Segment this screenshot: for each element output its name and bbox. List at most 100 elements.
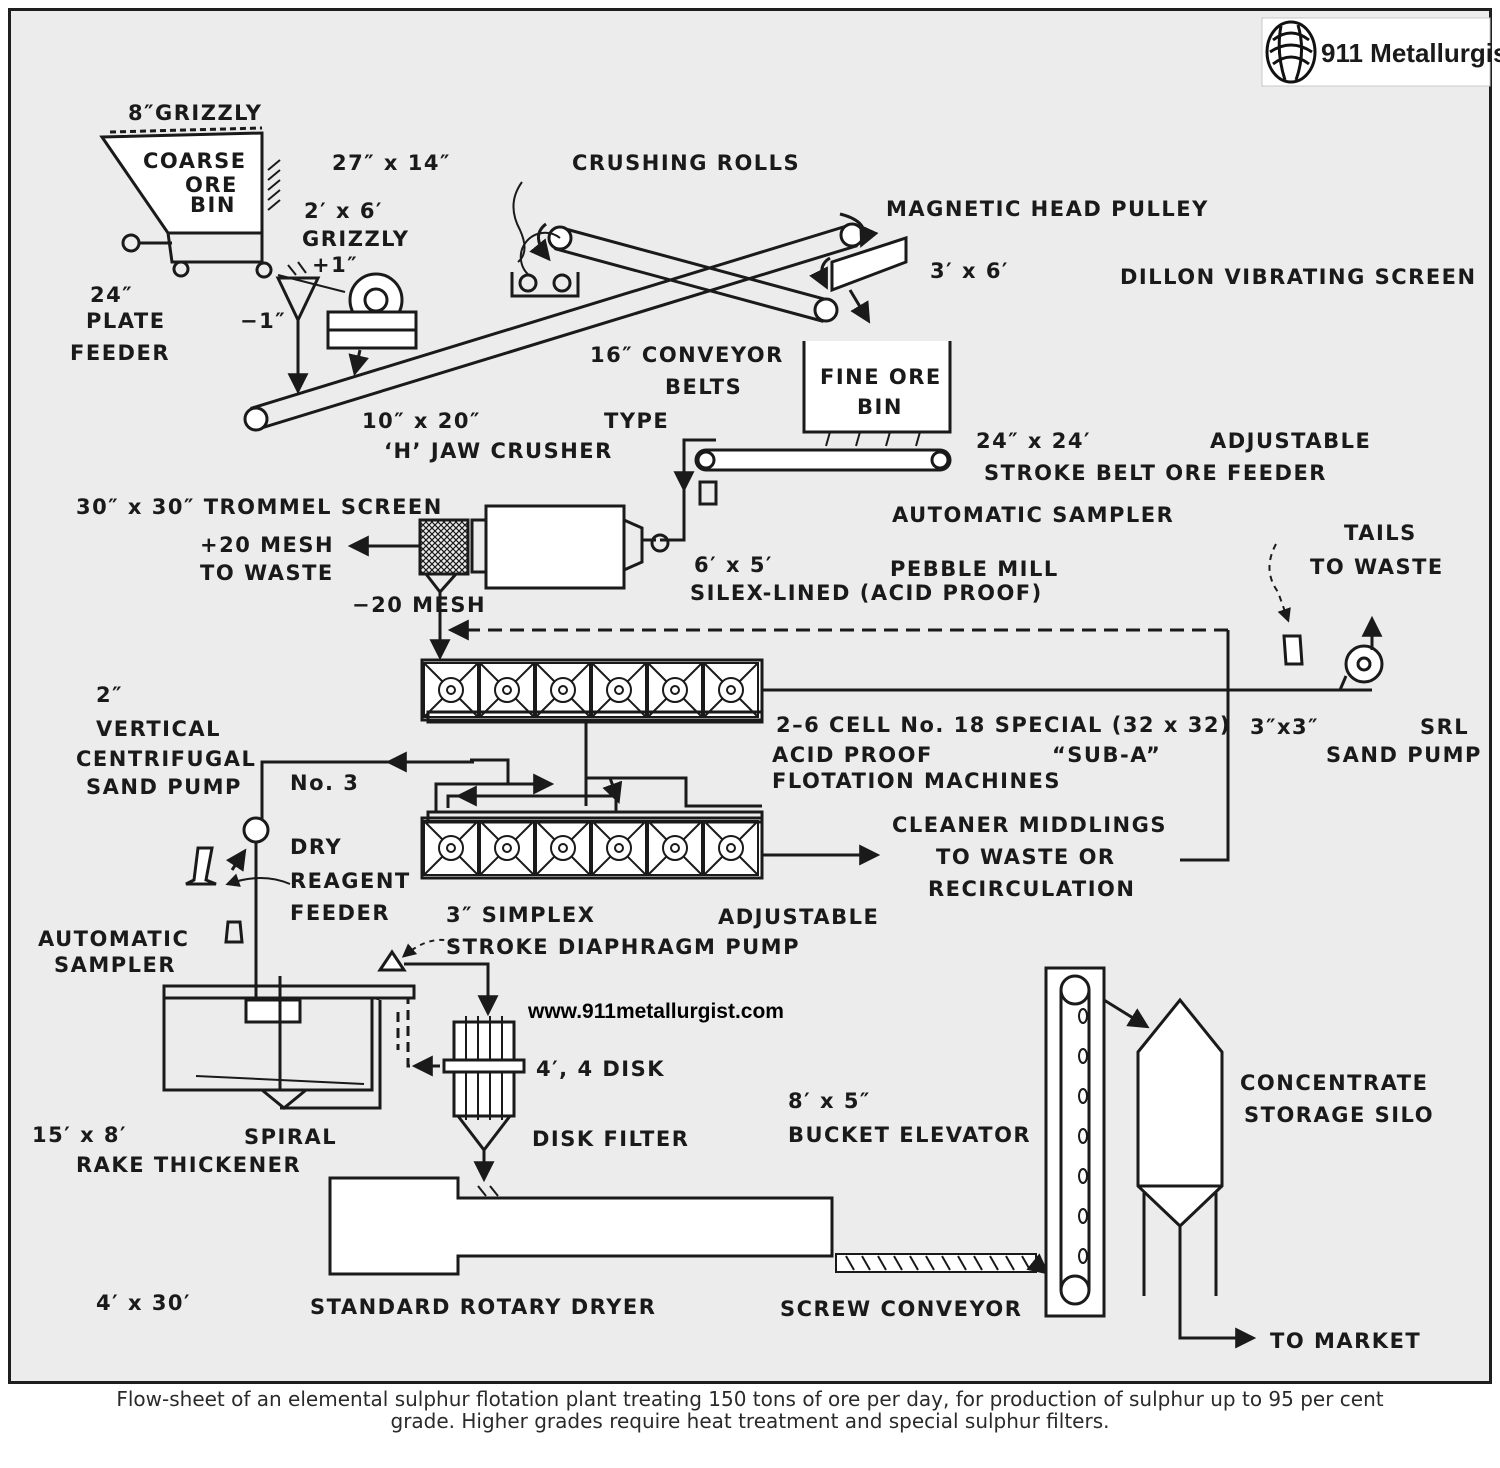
- label-rake-thickener: RAKE THICKENER: [76, 1153, 301, 1177]
- label-to-waste-1: TO WASTE: [200, 561, 334, 585]
- label-disk-size: 4′, 4 DISK: [536, 1057, 665, 1081]
- rotary-dryer: [328, 1176, 834, 1276]
- label-silo-2: STORAGE SILO: [1244, 1103, 1434, 1127]
- label-bucket-elevator: BUCKET ELEVATOR: [788, 1123, 1031, 1147]
- label-silo-1: CONCENTRATE: [1240, 1071, 1428, 1095]
- elevator-bucket: [1078, 1128, 1088, 1144]
- flotation-cell: [647, 662, 703, 718]
- label-jaw-crusher: ‘H’ JAW CRUSHER: [384, 439, 613, 463]
- label-plate-feeder-3: FEEDER: [70, 341, 170, 365]
- flotation-piping: [260, 688, 1372, 866]
- elevator-buckets: [1078, 1008, 1088, 1264]
- flotation-cell: [647, 820, 703, 876]
- label-8-grizzly: 8″GRIZZLY: [128, 101, 263, 125]
- label-plus-20-mesh: +20 MESH: [200, 533, 334, 557]
- label-cleaner-1: CLEANER MIDDLINGS: [892, 813, 1167, 837]
- elevator-bucket: [1078, 1168, 1088, 1184]
- label-coarse-ore-bin-3: BIN: [190, 193, 236, 217]
- label-flotation-3: FLOTATION MACHINES: [772, 769, 1061, 793]
- label-feeder-size: 24″ x 24′: [976, 429, 1091, 453]
- label-flotation-sub-a: “SUB-A”: [1052, 743, 1161, 767]
- vertical-sand-pump: [185, 816, 291, 1021]
- flotation-cell: [535, 820, 591, 876]
- label-plus-1: +1″: [312, 253, 358, 277]
- vibrating-screen: [830, 235, 908, 324]
- screw-conveyor: [835, 1253, 1050, 1275]
- crushing-rolls: [510, 181, 580, 298]
- concentrate-silo: [1136, 997, 1257, 1349]
- label-sampler-2: SAMPLER: [54, 953, 176, 977]
- flotation-cell: [703, 662, 759, 718]
- label-conveyor-belts-1: 16″ CONVEYOR: [590, 343, 784, 367]
- globe-icon: [1265, 20, 1317, 84]
- label-flotation-1: 2–6 CELL No. 18 SPECIAL (32 x 32): [776, 713, 1231, 737]
- label-screen-size: 3′ x 6′: [930, 259, 1009, 283]
- elevator-bucket: [1078, 1208, 1088, 1224]
- label-automatic-2: AUTOMATIC: [38, 927, 189, 951]
- pebble-mill: [347, 504, 670, 661]
- disk-filter: [442, 1016, 526, 1197]
- watermark-url: www.911metallurgist.com: [527, 1000, 784, 1023]
- label-adjustable-2: ADJUSTABLE: [718, 905, 879, 929]
- label-silex-lined: SILEX-LINED (ACID PROOF): [690, 581, 1043, 605]
- caption-line-1: Flow-sheet of an elemental sulphur flota…: [116, 1387, 1384, 1411]
- figure-caption: Flow-sheet of an elemental sulphur flota…: [0, 1388, 1500, 1432]
- labels: 8″GRIZZLY COARSE ORE BIN 27″ x 14″ 2′ x …: [32, 101, 1482, 1353]
- label-elevator-size: 8′ x 5″: [788, 1089, 871, 1113]
- flotation-cell: [479, 820, 535, 876]
- flotation-cell: [423, 820, 479, 876]
- caption-line-2: grade. Higher grades require heat treatm…: [390, 1409, 1110, 1433]
- label-vertical-pump-3: CENTRIFUGAL: [76, 747, 256, 771]
- flowsheet-diagram: 911 Metallurgist: [32, 17, 1500, 1353]
- label-jaw-size: 27″ x 14″: [332, 151, 451, 175]
- label-disk-filter: DISK FILTER: [532, 1127, 689, 1151]
- grizzly-and-jaw-crusher: [275, 261, 418, 395]
- label-reagent-feeder: FEEDER: [290, 901, 390, 925]
- label-tails: TAILS: [1344, 521, 1417, 545]
- label-coarse-ore-bin-2: ORE: [185, 173, 238, 197]
- label-no-3: No. 3: [290, 771, 359, 795]
- label-dillon-vibrating-screen: DILLON VIBRATING SCREEN: [1120, 265, 1477, 289]
- flotation-cell: [703, 820, 759, 876]
- logo: 911 Metallurgist: [1261, 17, 1500, 87]
- flotation-cell: [535, 662, 591, 718]
- conveyor-belts: [243, 212, 879, 432]
- label-pebble-mill-size: 6′ x 5′: [694, 553, 773, 577]
- label-cleaner-2: TO WASTE OR: [936, 845, 1116, 869]
- flotation-cells-row1: [423, 662, 759, 718]
- label-vertical-pump-4: SAND PUMP: [86, 775, 242, 799]
- label-conveyor-belts-2: BELTS: [665, 375, 742, 399]
- label-simplex: 3″ SIMPLEX: [446, 903, 595, 927]
- fine-ore-bin: [660, 341, 952, 542]
- label-srl-sand-pump: SAND PUMP: [1326, 743, 1482, 767]
- label-plate-feeder-2: PLATE: [86, 309, 166, 333]
- label-fine-ore-bin-1: FINE ORE: [820, 365, 942, 389]
- label-cleaner-3: RECIRCULATION: [928, 877, 1135, 901]
- label-grizzly: GRIZZLY: [302, 227, 410, 251]
- label-belt-ore-feeder: STROKE BELT ORE FEEDER: [984, 461, 1327, 485]
- label-minus-1: −1″: [240, 309, 286, 333]
- flotation-cells-row2: [423, 820, 759, 876]
- flotation-cell: [423, 662, 479, 718]
- elevator-bucket: [1078, 1088, 1088, 1104]
- label-dry: DRY: [290, 835, 342, 859]
- bucket-elevator: [1044, 966, 1150, 1318]
- elevator-bucket: [1078, 1008, 1088, 1024]
- elevator-bucket: [1078, 1248, 1088, 1264]
- flotation-cell: [591, 820, 647, 876]
- label-screw-conveyor: SCREW CONVEYOR: [780, 1297, 1022, 1321]
- label-jaw-crusher-size: 10″ x 20″: [362, 409, 481, 433]
- recirculation-line: [447, 543, 1304, 862]
- label-pebble-mill: PEBBLE MILL: [890, 557, 1059, 581]
- label-flotation-2: ACID PROOF: [772, 743, 933, 767]
- label-grizzly-size: 2′ x 6′: [304, 199, 383, 223]
- label-vertical-pump-1: 2″: [96, 683, 123, 707]
- label-minus-20-mesh: −20 MESH: [352, 593, 486, 617]
- label-crushing-rolls: CRUSHING ROLLS: [572, 151, 800, 175]
- srl-sand-pump: [1338, 615, 1384, 691]
- label-dryer-size: 4′ x 30′: [96, 1291, 191, 1315]
- label-tails-to-waste: TO WASTE: [1310, 555, 1444, 579]
- label-diaphragm-pump: STROKE DIAPHRAGM PUMP: [446, 935, 800, 959]
- label-magnetic-head-pulley: MAGNETIC HEAD PULLEY: [886, 197, 1209, 221]
- label-thickener-size: 15′ x 8′: [32, 1123, 127, 1147]
